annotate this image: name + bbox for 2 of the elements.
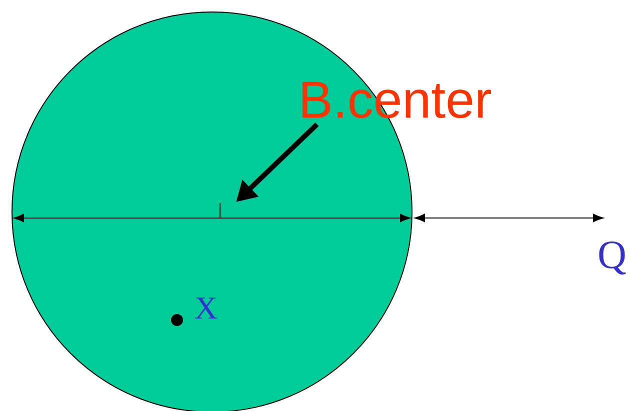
label-text: Q [599, 242, 626, 274]
label-text: X [195, 298, 217, 318]
